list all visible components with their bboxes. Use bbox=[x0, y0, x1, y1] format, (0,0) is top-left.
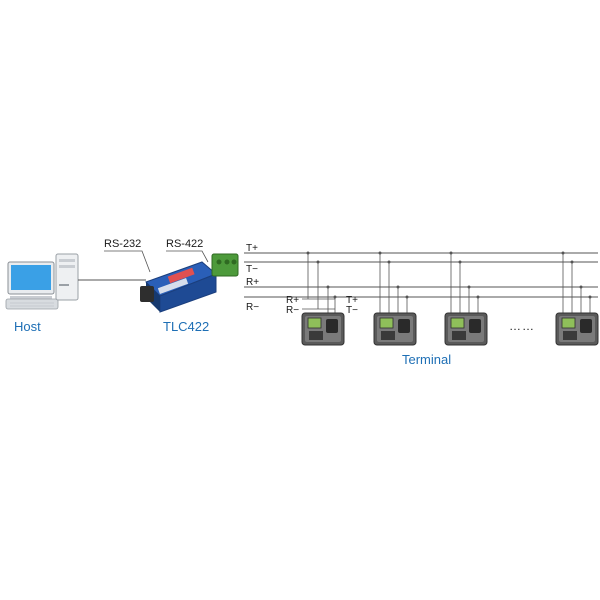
bus: T+ T− R+ R− bbox=[244, 243, 598, 313]
bus-label-t-plus: T+ bbox=[246, 243, 258, 254]
converter-label: TLC422 bbox=[163, 319, 209, 334]
terminal-4-drops bbox=[562, 253, 591, 313]
terminal-ellipsis: …… bbox=[509, 319, 535, 333]
bus-label-r-minus: R− bbox=[246, 302, 259, 313]
terminal-1-wiring: R+ R− T+ T− bbox=[286, 295, 358, 316]
rs422-label: RS-422 bbox=[166, 238, 203, 250]
terminal-screen-icon bbox=[307, 317, 322, 329]
tlc422-converter: TLC422 bbox=[140, 253, 239, 334]
wiring-label-r-minus: R− bbox=[286, 305, 299, 316]
rs422-leader bbox=[166, 250, 209, 263]
terminal-1-drops bbox=[307, 253, 336, 313]
terminal-2-drops bbox=[379, 253, 408, 313]
host-label: Host bbox=[14, 319, 41, 334]
junction-dots bbox=[306, 251, 592, 299]
terminal-block-icon bbox=[211, 253, 239, 277]
keyboard-icon bbox=[5, 298, 59, 310]
terminal-label: Terminal bbox=[402, 352, 451, 367]
wiring-label-t-minus: T− bbox=[346, 305, 358, 316]
wiring-label-t-plus: T+ bbox=[346, 295, 358, 306]
terminal-3-drops bbox=[450, 253, 479, 313]
wiring-label-r-plus: R+ bbox=[286, 295, 299, 306]
terminal-device-1 bbox=[301, 312, 345, 346]
bus-label-r-plus: R+ bbox=[246, 277, 259, 288]
bus-label-t-minus: T− bbox=[246, 264, 258, 275]
terminal-screen-icon bbox=[379, 317, 394, 329]
terminal-screen-icon bbox=[561, 317, 576, 329]
terminal-device-3 bbox=[444, 312, 488, 346]
terminal-screen-icon bbox=[450, 317, 465, 329]
host-computer: Host bbox=[5, 253, 79, 334]
db9-connector-icon bbox=[140, 286, 154, 302]
rs232-label: RS-232 bbox=[104, 238, 141, 250]
rs232-leader bbox=[104, 250, 151, 273]
terminal-device-4 bbox=[555, 312, 599, 346]
terminal-device-2 bbox=[373, 312, 417, 346]
